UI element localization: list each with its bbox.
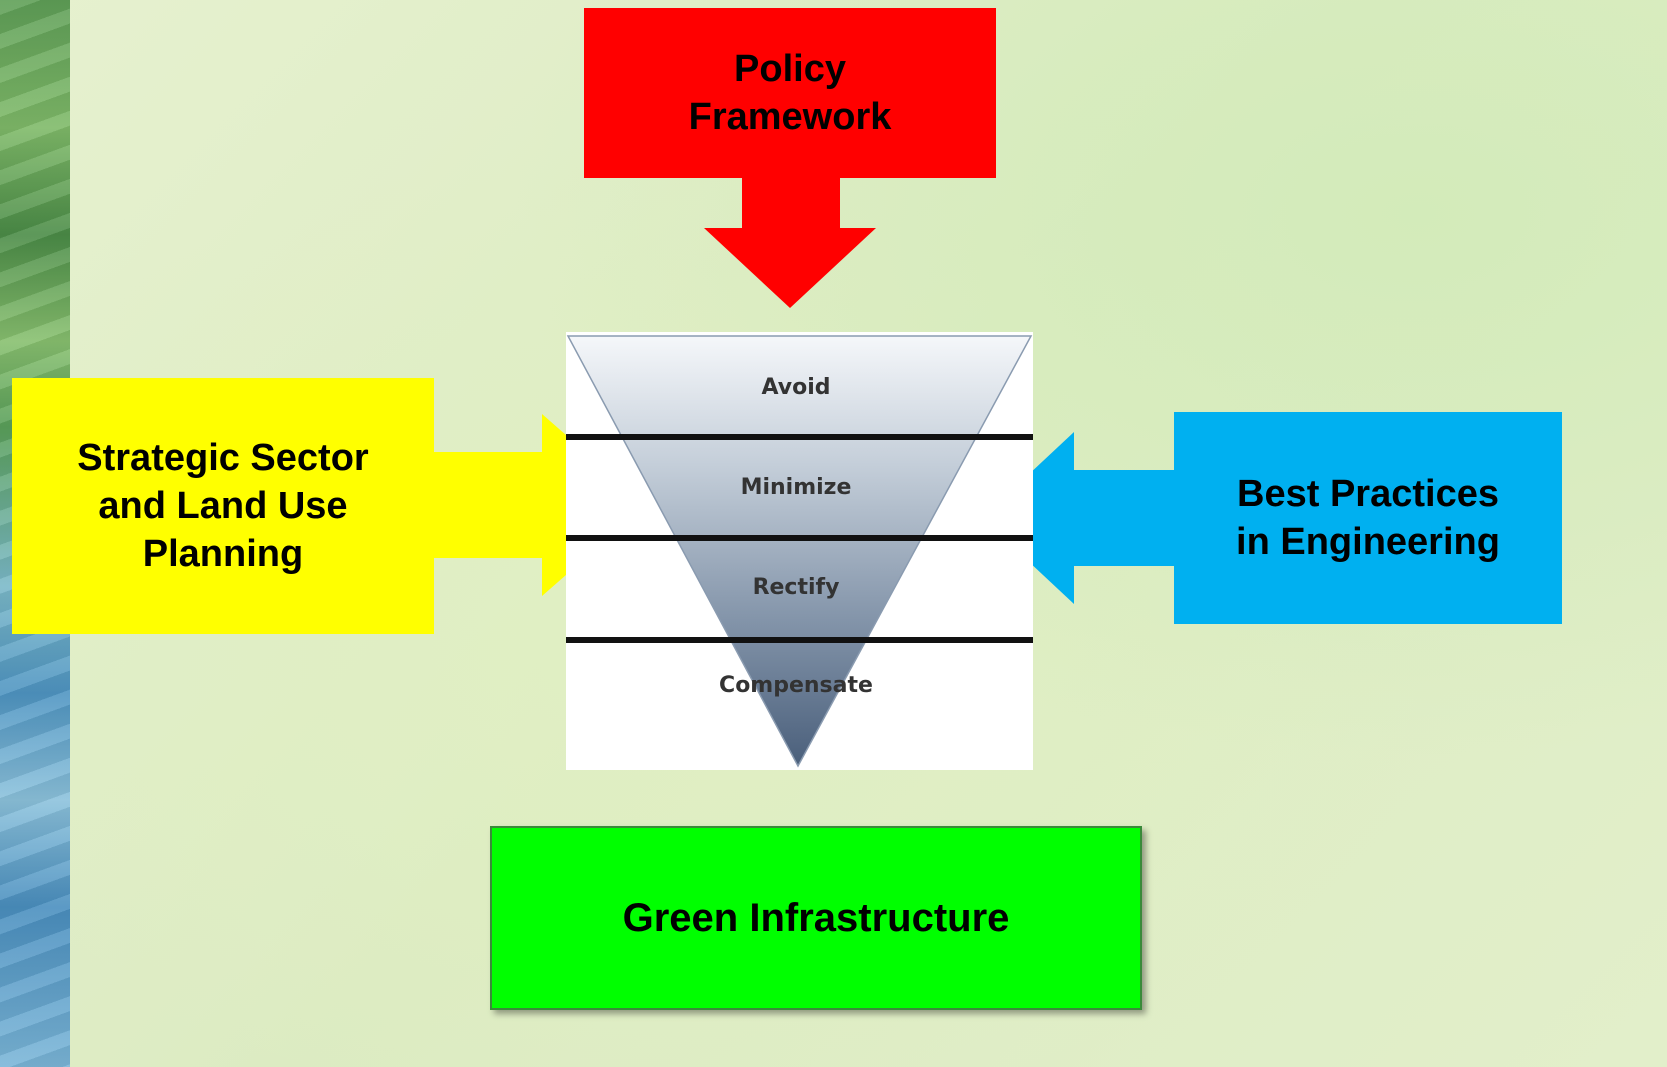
best-practices-box: Best Practices in Engineering xyxy=(1174,412,1562,624)
green-infrastructure-label: Green Infrastructure xyxy=(622,895,1010,940)
down-arrow-icon xyxy=(704,176,876,308)
funnel-triangle xyxy=(566,335,1033,768)
green-infrastructure-box: Green Infrastructure xyxy=(490,826,1142,1010)
tier-avoid-label: Avoid xyxy=(762,375,831,400)
best-practices-line1: Best Practices xyxy=(1237,473,1499,515)
strategic-planning-box: Strategic Sector and Land Use Planning xyxy=(12,378,434,634)
best-practices-line2: in Engineering xyxy=(1236,521,1500,563)
tier-rectify-label: Rectify xyxy=(753,575,840,600)
strategic-planning-line2: and Land Use xyxy=(98,485,348,527)
policy-framework-line1: Policy xyxy=(734,48,846,90)
mitigation-hierarchy-funnel: Avoid Minimize Rectify Compensate xyxy=(566,332,1033,770)
policy-framework-box: Policy Framework xyxy=(584,8,996,178)
tier-compensate-label: Compensate xyxy=(719,673,873,698)
strategic-planning-line1: Strategic Sector xyxy=(77,437,369,479)
tier-minimize-label: Minimize xyxy=(741,475,852,500)
strategic-planning-line3: Planning xyxy=(142,533,304,575)
policy-framework-line2: Framework xyxy=(688,96,892,138)
